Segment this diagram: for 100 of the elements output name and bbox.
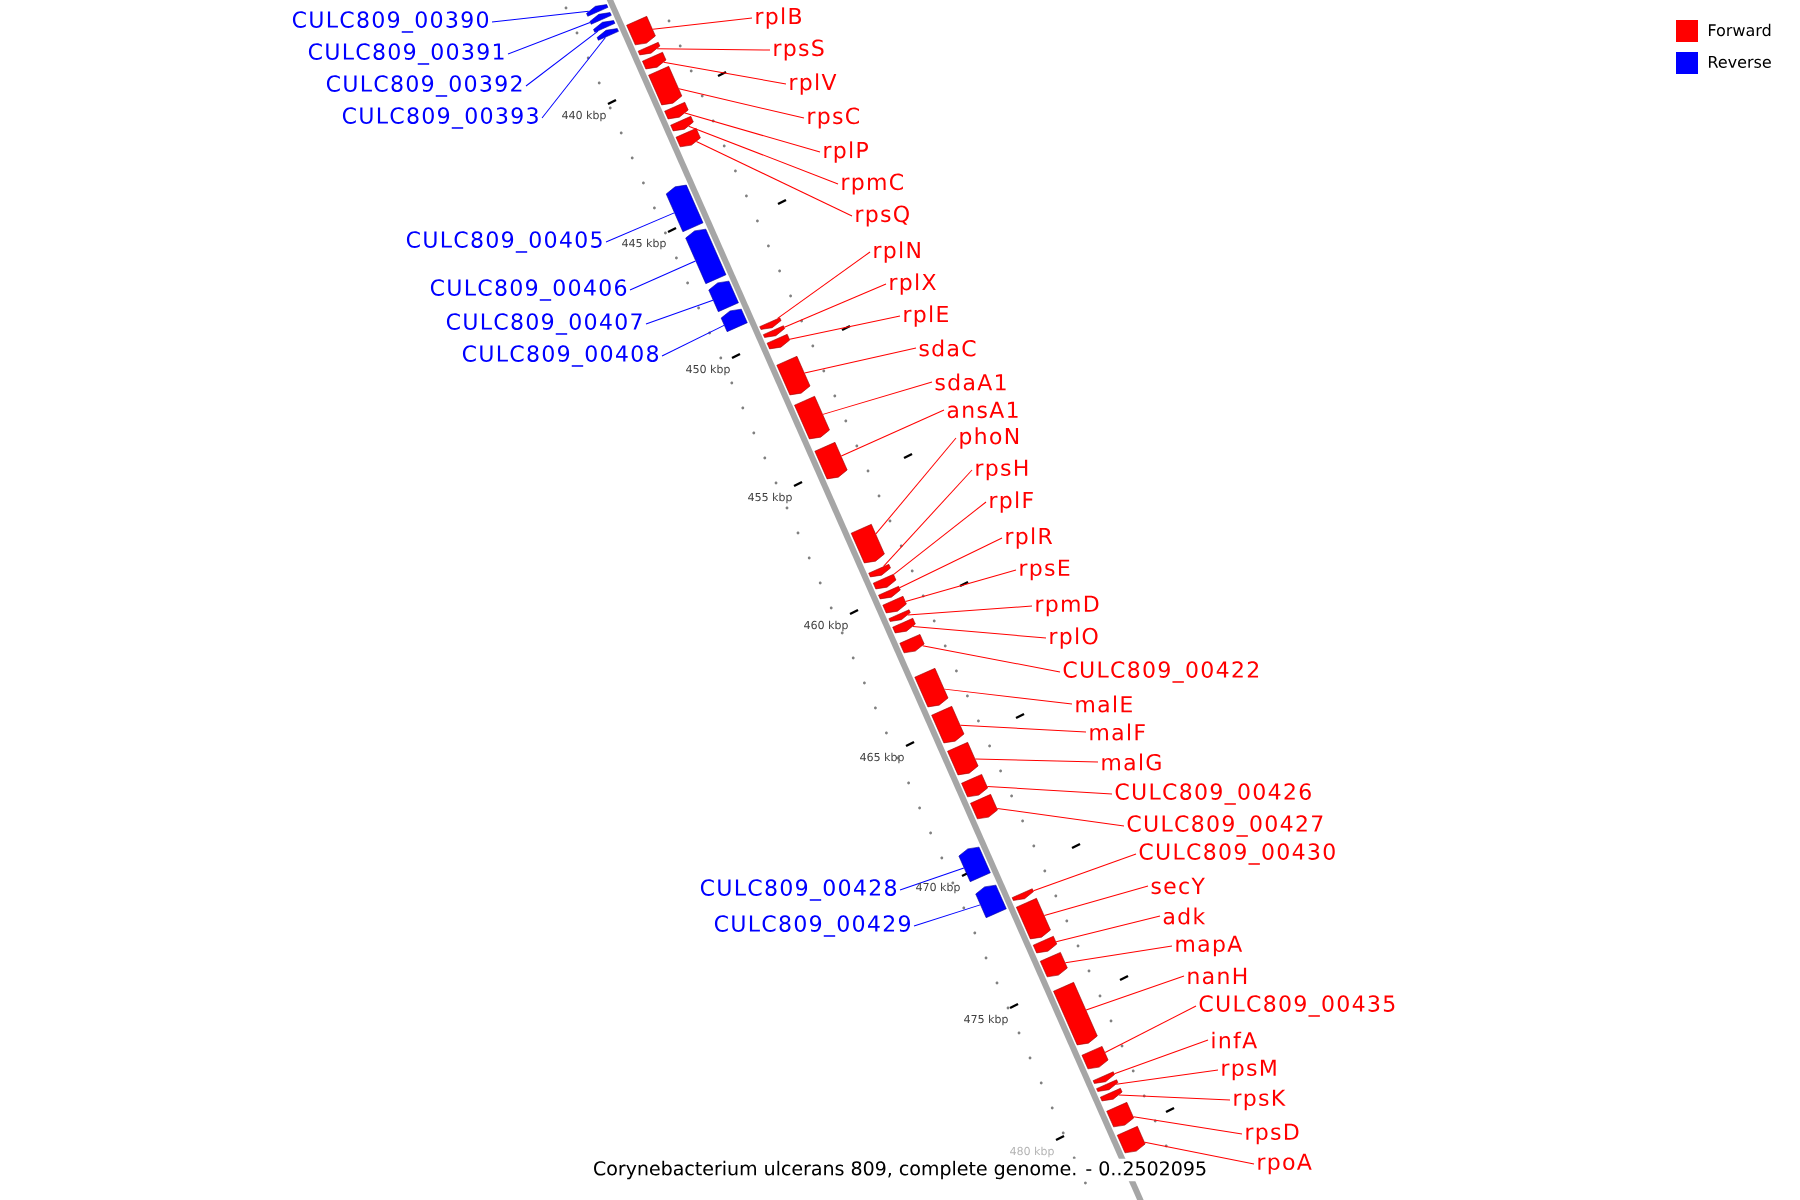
leader-line (629, 260, 696, 291)
leader-line (684, 112, 821, 153)
gene-label: rplV (790, 73, 837, 95)
gene-label: rpsQ (856, 205, 909, 227)
gene-block (1040, 952, 1068, 978)
leader-line (893, 501, 987, 575)
leader-line (1064, 945, 1173, 964)
leader-line (986, 785, 1113, 795)
leader-line (605, 212, 675, 243)
gene-label: rpmD (1036, 595, 1099, 617)
gene-block (589, 12, 612, 25)
gene-label: CULC809_00427 (1127, 815, 1323, 837)
gene-block (675, 128, 701, 148)
gene-block (763, 325, 785, 338)
leader-line (1115, 1069, 1219, 1085)
gene-block (776, 356, 811, 396)
leader-line (1133, 1116, 1243, 1135)
gene-label: rplN (874, 241, 920, 263)
leader-line (525, 30, 599, 87)
gene-label: CULC809_00435 (1199, 995, 1395, 1017)
gene-label: CULC809_00430 (1139, 843, 1335, 865)
gene-label: rpsC (808, 107, 859, 129)
gene-label: phoN (960, 427, 1019, 449)
gene-label: rplP (824, 141, 868, 163)
leader-line (899, 867, 965, 891)
leader-line (1085, 975, 1185, 1011)
gene-block (642, 52, 667, 70)
gene-block (970, 794, 998, 820)
legend-label: Forward (1709, 23, 1771, 37)
gene-label: malG (1102, 753, 1161, 771)
gene-block (888, 609, 911, 622)
leader-line (996, 807, 1125, 827)
leader-line (913, 904, 981, 927)
gene-block (1016, 898, 1051, 940)
gene-label: CULC809_00406 (430, 279, 627, 301)
gene-label: malE (1076, 695, 1132, 713)
gene-block (766, 334, 791, 350)
caption: Corynebacterium ulcerans 809, complete genome. - 0..2502095 (591, 1158, 1210, 1182)
leader-line (822, 381, 933, 415)
leader-line (907, 605, 1033, 616)
gene-block (794, 396, 830, 440)
gene-block (892, 618, 916, 634)
gene-block (882, 596, 907, 614)
gene-block (759, 317, 782, 330)
gene-block (814, 442, 848, 480)
gene-label: CULC809_00429 (714, 915, 910, 937)
gene-block (1116, 1126, 1146, 1154)
leader-line (840, 409, 945, 457)
gene-block (1092, 1071, 1115, 1084)
gene-block (1096, 1079, 1119, 1092)
leader-line (695, 141, 853, 217)
leader-line (1113, 1039, 1209, 1075)
gene-label: CULC809_00407 (446, 313, 642, 335)
gene-label: CULC809_00392 (326, 75, 522, 97)
gene-label: rplB (756, 7, 801, 29)
leader-line (783, 283, 887, 328)
gene-block (720, 308, 748, 332)
gene-block (708, 280, 739, 312)
leader-line (688, 125, 839, 185)
leader-line (1104, 1005, 1197, 1053)
gene-label: CULC809_00426 (1115, 783, 1311, 805)
leader-line (777, 251, 871, 319)
leader-line (541, 36, 606, 119)
gene-label: secY (1151, 877, 1205, 895)
leader-line (899, 537, 1003, 589)
gene-label: rpmC (842, 173, 903, 195)
gene-block (648, 66, 683, 106)
gene-label: rpsE (1020, 559, 1070, 581)
gene-label: rpsM (1222, 1059, 1276, 1081)
gene-block (1032, 936, 1058, 954)
gene-label: CULC809_00408 (462, 345, 658, 367)
leader-line (789, 315, 901, 340)
gene-block (878, 586, 901, 600)
gene-block (931, 706, 965, 744)
gene-label: rplF (990, 491, 1033, 513)
gene-label: rpoA (1258, 1153, 1312, 1175)
leader-line (1033, 853, 1137, 892)
gene-label: malF (1090, 723, 1145, 741)
gene-label: rpsD (1246, 1123, 1299, 1145)
gene-label: infA (1212, 1031, 1258, 1049)
gene-label: rplE (904, 305, 948, 327)
gene-block (961, 774, 988, 798)
leader-line (922, 645, 1061, 673)
gene-block (665, 184, 704, 232)
leader-line (1043, 885, 1149, 916)
gene-label: CULC809_00428 (700, 879, 896, 901)
gene-label: CULC809_00422 (1063, 661, 1259, 683)
gene-block (868, 564, 891, 578)
gene-block (958, 846, 991, 882)
gene-label: sdaC (919, 339, 976, 357)
leader-line (1055, 915, 1161, 943)
gene-label: rpsH (976, 459, 1028, 481)
leader-line (661, 324, 725, 357)
leader-line (678, 88, 805, 119)
leader-line (1118, 1094, 1231, 1101)
leader-line (491, 10, 590, 23)
leader-line (943, 688, 1073, 705)
gene-label: rplX (890, 273, 936, 295)
leader-line (656, 48, 771, 51)
gene-block (873, 574, 897, 590)
